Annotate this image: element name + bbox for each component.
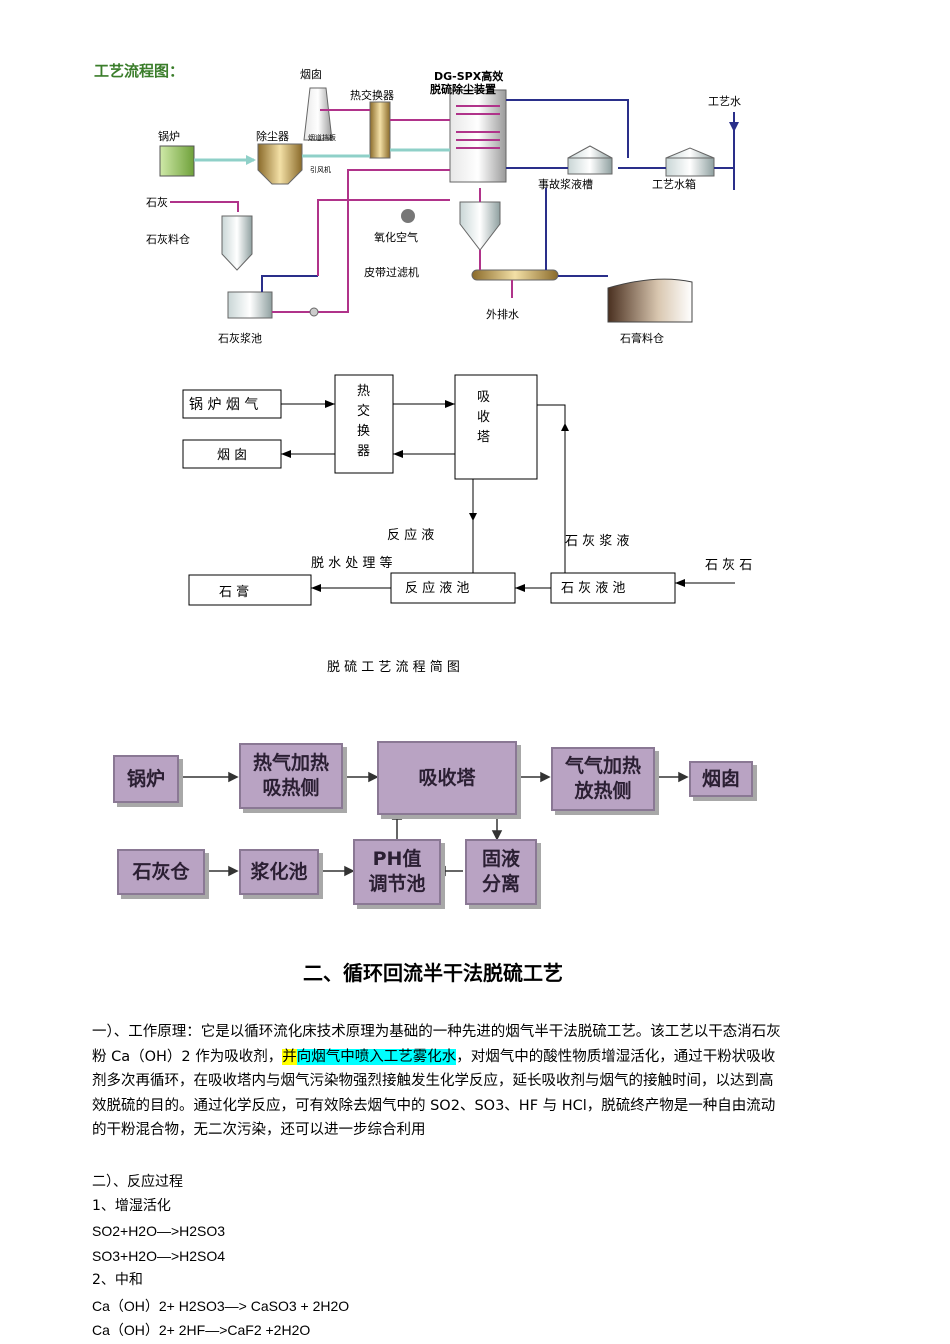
box-boiler: 锅炉 xyxy=(113,755,179,803)
text-abs-1: 吸 xyxy=(477,390,490,405)
label-fan: 引风机 xyxy=(310,165,331,174)
label-slurry-pool: 浆化池 xyxy=(250,860,308,883)
label-ph-2: 调节池 xyxy=(368,873,426,895)
label-oxidation-air: 氧化空气 xyxy=(374,230,418,244)
label-process-water: 工艺水 xyxy=(708,95,741,108)
box-boiler-flue xyxy=(182,389,282,419)
principle-text-a: 一）、工作原理：它是以循环流化床技术原理为基础的一种先进的烟气半干法脱硫工艺。该… xyxy=(92,1024,781,1065)
step-neutralize: 2、中和 xyxy=(92,1272,143,1288)
label-lime-silo: 石灰料仓 xyxy=(146,232,190,246)
label-slurry-pool: 石灰浆池 xyxy=(218,331,262,345)
text-hx-2: 交 xyxy=(357,403,370,419)
label-separation-2: 分离 xyxy=(481,873,520,895)
thickener-icon xyxy=(459,201,501,251)
chimney-icon xyxy=(303,87,333,141)
label-hot-gas-2: 吸热侧 xyxy=(262,777,320,799)
label-dust-collector: 除尘器 xyxy=(256,129,289,143)
equation-1: SO2+H2O—>H2SO3 xyxy=(92,1223,226,1239)
diagram-title: 工艺流程图： xyxy=(94,62,184,80)
box-slurry-pool: 浆化池 xyxy=(239,849,319,895)
lime-silo-icon xyxy=(221,215,253,271)
box-separation: 固液 分离 xyxy=(465,839,537,905)
simple-flow-diagram: 锅 炉 烟 气 烟 囱 热 交 换 器 吸 收 塔 石 膏 反 应 液 池 石 … xyxy=(182,374,752,675)
box-chimney xyxy=(182,439,282,469)
text-hx-1: 热 xyxy=(357,384,370,399)
label-bypass: 烟道挡板 xyxy=(308,133,336,142)
label-gas-heat-2: 放热侧 xyxy=(574,780,632,802)
label-boiler: 锅炉 xyxy=(158,130,180,143)
text-reaction-pool: 反 应 液 池 xyxy=(405,580,469,596)
heat-exchanger-icon xyxy=(369,101,391,159)
accident-tank-icon xyxy=(567,145,613,175)
belt-filter-icon xyxy=(471,269,559,281)
label-chimney: 烟囱 xyxy=(701,767,740,790)
absorber-tower-icon xyxy=(449,89,507,183)
highlight-cyan: 向烟气中喷入工艺雾化水 xyxy=(296,1048,457,1065)
text-boiler-flue: 锅 炉 烟 气 xyxy=(189,397,258,413)
text-lime-slurry: 石 灰 浆 液 xyxy=(565,534,629,549)
text-gypsum: 石 膏 xyxy=(219,584,249,600)
equation-2: SO3+H2O—>H2SO4 xyxy=(92,1248,226,1264)
box-heat-exchanger xyxy=(334,374,394,474)
label-hot-gas-1: 热气加热 xyxy=(252,752,329,775)
text-chimney: 烟 囱 xyxy=(217,448,247,463)
box-absorber xyxy=(454,374,538,480)
water-tank-icon xyxy=(665,147,715,177)
boiler-icon xyxy=(159,145,195,177)
equation-4: Ca（OH）2+ 2HF—>CaF2 +2H2O xyxy=(92,1322,311,1338)
text-lime-pool: 石 灰 液 池 xyxy=(561,581,625,596)
reaction-heading: 二）、反应过程 xyxy=(92,1174,183,1190)
box-gas-heating: 气气加热 放热侧 xyxy=(551,747,655,811)
label-accident-tank: 事故浆液槽 xyxy=(538,177,593,191)
text-dewatering: 脱 水 处 理 等 xyxy=(311,555,393,571)
step-humidify: 1、增湿活化 xyxy=(92,1198,171,1214)
flow-caption: 脱 硫 工 艺 流 程 简 图 xyxy=(327,659,460,675)
flow-arrows xyxy=(177,771,689,877)
label-drain: 外排水 xyxy=(486,307,519,321)
dust-collector-icon xyxy=(257,143,303,185)
text-hx-3: 换 xyxy=(357,424,370,439)
principle-text-b: ，对烟气中的酸性物质增湿活化，通过干粉状吸收剂多次再循环，在吸收塔内与烟气污染物… xyxy=(92,1048,776,1139)
label-gypsum-silo: 石膏料仓 xyxy=(620,331,664,345)
text-abs-3: 塔 xyxy=(477,430,490,445)
equation-3: Ca（OH）2+ H2SO3—> CaSO3 + 2H2O xyxy=(92,1298,350,1314)
label-device-1: DG-SPX高效 xyxy=(434,69,504,83)
text-hx-4: 器 xyxy=(357,444,370,459)
box-lime-pool xyxy=(550,572,676,604)
label-boiler: 锅炉 xyxy=(126,767,165,790)
section-title: 二、循环回流半干法脱硫工艺 xyxy=(303,961,563,985)
highlight-yellow: 并 xyxy=(282,1048,297,1065)
principle-paragraph: 一）、工作原理：它是以循环流化床技术原理为基础的一种先进的烟气半干法脱硫工艺。该… xyxy=(92,1020,782,1143)
label-belt-filter: 皮带过滤机 xyxy=(364,265,419,279)
label-chimney: 烟囱 xyxy=(300,67,322,81)
process-flow-diagram: 工艺流程图： 烟囱 热交换器 DG-SPX高效 脱硫除尘装置 工艺水 锅炉 除尘… xyxy=(94,62,741,345)
label-gas-heat-1: 气气加热 xyxy=(564,755,641,778)
box-chimney: 烟囱 xyxy=(689,761,753,797)
box-lime-silo: 石灰仓 xyxy=(117,849,205,895)
label-lime: 石灰 xyxy=(146,195,168,209)
label-ph-1: PH值 xyxy=(372,848,422,871)
label-device-2: 脱硫除尘装置 xyxy=(430,82,496,96)
gypsum-silo-icon xyxy=(607,278,693,323)
box-absorber: 吸收塔 xyxy=(377,741,517,815)
box-ph-pool: PH值 调节池 xyxy=(353,839,441,905)
blower-icon xyxy=(401,209,415,223)
text-reaction-liquid: 反 应 液 xyxy=(387,527,434,543)
label-water-tank: 工艺水箱 xyxy=(652,177,696,191)
label-lime-silo: 石灰仓 xyxy=(132,860,190,883)
label-separation-1: 固液 xyxy=(481,848,520,871)
text-abs-2: 收 xyxy=(477,410,490,425)
label-absorber: 吸收塔 xyxy=(418,766,476,789)
box-gypsum xyxy=(188,574,312,606)
box-hot-gas-heating: 热气加热 吸热侧 xyxy=(239,743,343,809)
text-limestone: 石 灰 石 xyxy=(705,558,752,573)
label-heat-exchanger: 热交换器 xyxy=(350,88,394,102)
slurry-pool-icon xyxy=(227,291,273,319)
block-flow-diagram: 锅炉 热气加热 吸热侧 吸收塔 气气加热 放热侧 烟囱 石灰仓 浆化池 PH值 … xyxy=(105,735,765,910)
